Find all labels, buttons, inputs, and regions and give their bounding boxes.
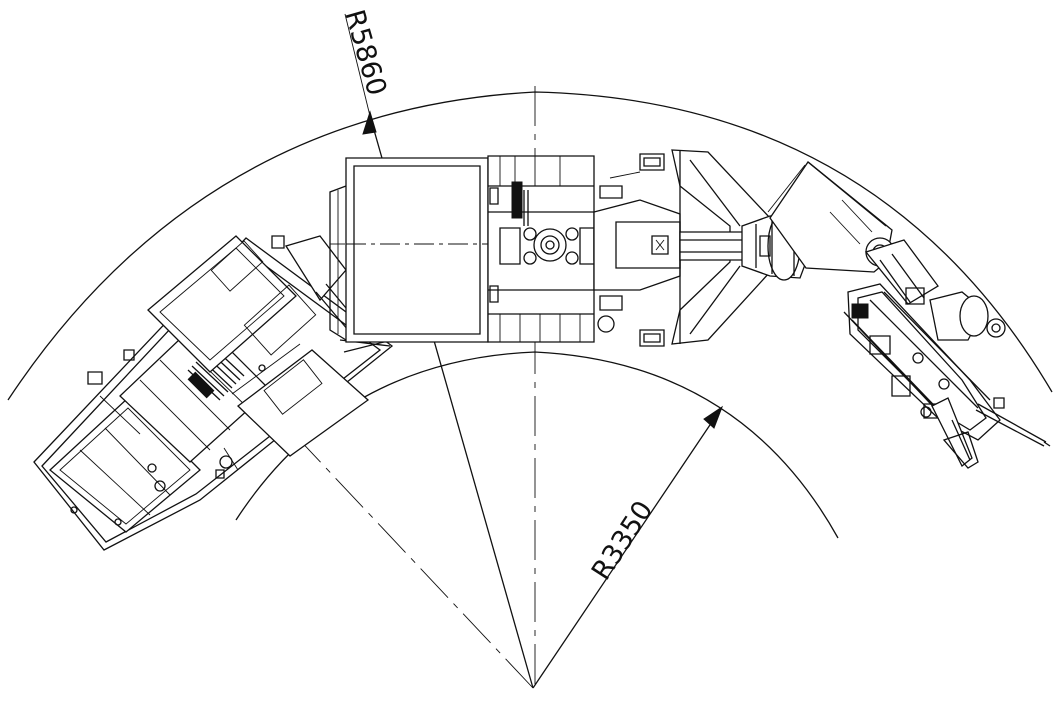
rear-counterweight bbox=[50, 398, 200, 532]
radial-centerline-left bbox=[262, 400, 533, 688]
center-pivot bbox=[534, 229, 566, 261]
inner-radius-label: R3350 bbox=[586, 496, 660, 586]
front-blade-and-boom bbox=[672, 150, 938, 344]
outer-radius-extension bbox=[345, 14, 370, 116]
outer-radius-arrowhead bbox=[363, 112, 376, 134]
hydraulic-hoses bbox=[490, 182, 528, 302]
radial-line-right bbox=[768, 165, 805, 212]
operator-canopy bbox=[346, 158, 488, 342]
outer-radius-label: R5860 bbox=[338, 6, 392, 99]
inner-radius-leader bbox=[533, 410, 720, 688]
rear-body bbox=[34, 236, 392, 550]
inner-radius-arrowhead bbox=[704, 407, 722, 428]
hydraulic-tank bbox=[148, 236, 296, 372]
front-blade bbox=[672, 150, 770, 344]
hydraulic-breaker-head bbox=[844, 284, 1050, 468]
articulation-and-frame bbox=[330, 154, 680, 346]
boom-arm bbox=[680, 232, 744, 260]
